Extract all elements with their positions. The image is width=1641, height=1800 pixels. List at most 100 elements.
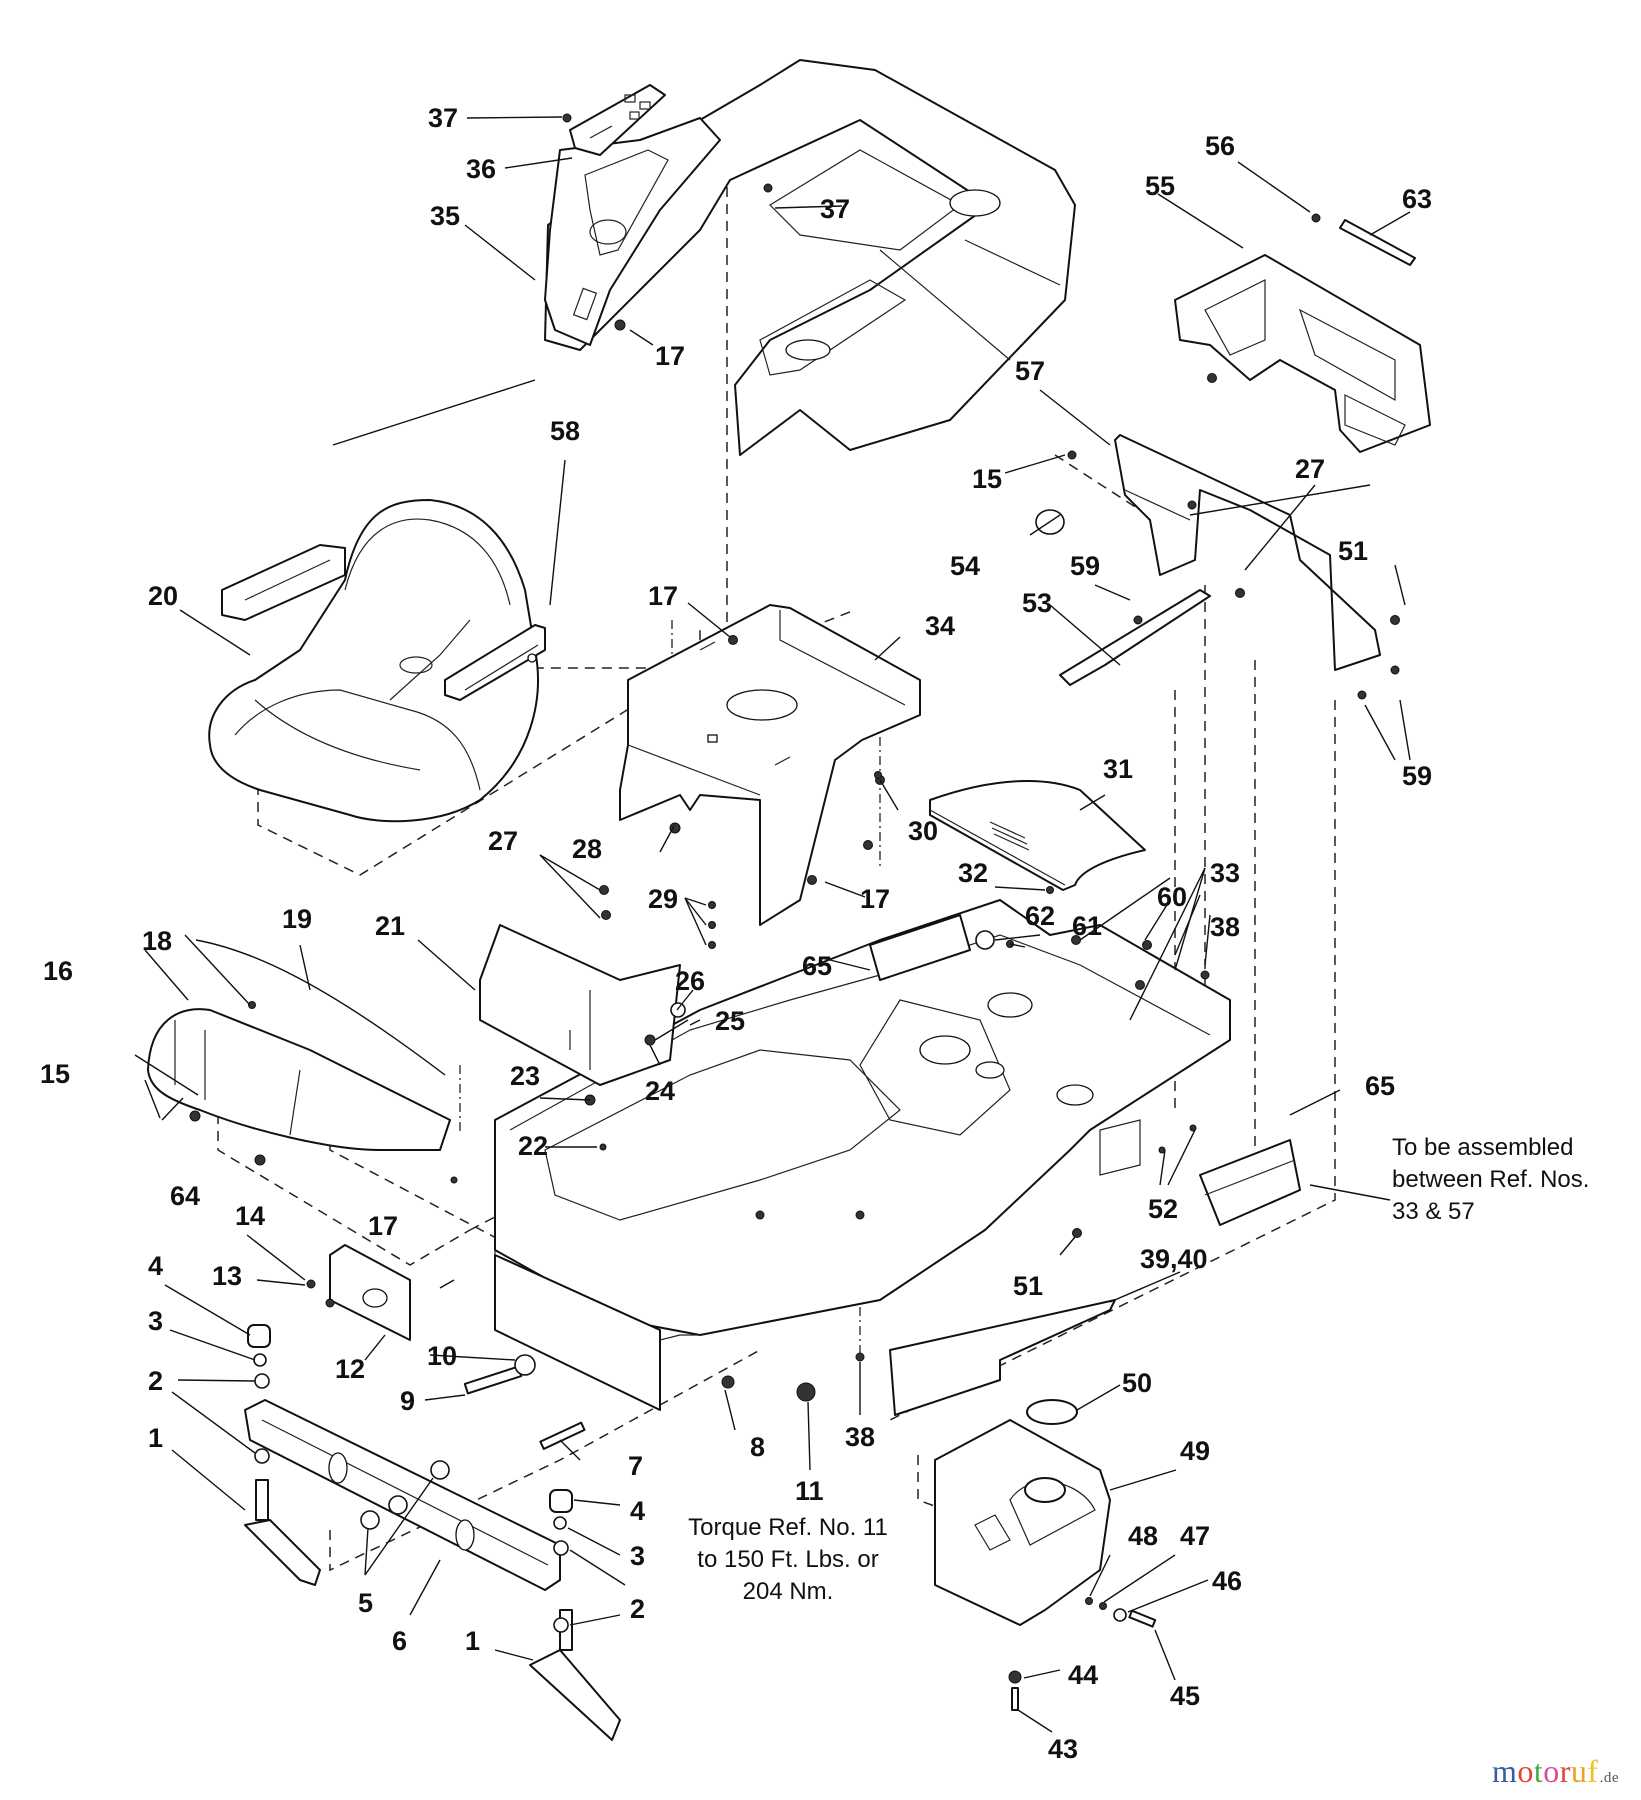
callout-17: 17 bbox=[860, 884, 890, 914]
seat-bracket-assembly bbox=[1035, 434, 1400, 700]
callout-19: 19 bbox=[282, 904, 312, 934]
callout-56: 56 bbox=[1205, 131, 1235, 161]
callout-32: 32 bbox=[958, 858, 988, 888]
torque-note: Torque Ref. No. 11 to 150 Ft. Lbs. or 20… bbox=[688, 1514, 888, 1605]
watermark-logo: motoruf.de bbox=[1492, 1753, 1619, 1790]
watermark-suffix: .de bbox=[1599, 1770, 1619, 1786]
callout-27: 27 bbox=[488, 826, 518, 856]
callout-3: 3 bbox=[630, 1541, 645, 1571]
callout-34: 34 bbox=[925, 611, 955, 641]
callout-14: 14 bbox=[235, 1201, 265, 1231]
callout-39-40: 39,40 bbox=[1140, 1244, 1208, 1274]
callout-4: 4 bbox=[148, 1251, 163, 1281]
callout-8: 8 bbox=[750, 1432, 765, 1462]
torque-note-line-2: to 150 Ft. Lbs. or bbox=[697, 1546, 878, 1573]
callout-13: 13 bbox=[212, 1261, 242, 1291]
callout-23: 23 bbox=[510, 1061, 540, 1091]
callout-49: 49 bbox=[1180, 1436, 1210, 1466]
rear-shroud bbox=[1174, 213, 1431, 453]
callout-7: 7 bbox=[628, 1451, 643, 1481]
callout-27: 27 bbox=[1295, 454, 1325, 484]
callout-1: 1 bbox=[148, 1423, 163, 1453]
leader-lines bbox=[134, 116, 1411, 1733]
callout-63: 63 bbox=[1402, 184, 1432, 214]
callout-45: 45 bbox=[1170, 1681, 1200, 1711]
callout-53: 53 bbox=[1022, 588, 1052, 618]
callout-37: 37 bbox=[428, 103, 458, 133]
callout-2: 2 bbox=[630, 1594, 645, 1624]
callout-16: 16 bbox=[43, 956, 73, 986]
callout-labels: 37 36 35 37 17 56 55 63 57 58 15 27 54 5… bbox=[40, 103, 1432, 1764]
watermark-letter: o bbox=[1543, 1753, 1560, 1789]
watermark-letter: r bbox=[1559, 1753, 1571, 1789]
callout-15: 15 bbox=[972, 464, 1002, 494]
watermark-letter: f bbox=[1587, 1753, 1599, 1789]
callout-12: 12 bbox=[335, 1354, 365, 1384]
callout-64: 64 bbox=[170, 1181, 200, 1211]
watermark-letter: u bbox=[1570, 1753, 1588, 1789]
callout-1: 1 bbox=[465, 1626, 480, 1656]
fuel-tank-assembly bbox=[934, 1399, 1157, 1711]
callout-35: 35 bbox=[430, 201, 460, 231]
callout-33: 33 bbox=[1210, 858, 1240, 888]
watermark-letter: m bbox=[1491, 1753, 1518, 1789]
callout-47: 47 bbox=[1180, 1521, 1210, 1551]
callout-29: 29 bbox=[648, 884, 678, 914]
callout-30: 30 bbox=[908, 816, 938, 846]
callout-10: 10 bbox=[427, 1341, 457, 1371]
assembly-note: To be assembled between Ref. Nos. 33 & 5… bbox=[1392, 1134, 1589, 1225]
callout-46: 46 bbox=[1212, 1566, 1242, 1596]
console-assembly bbox=[544, 59, 1076, 456]
callout-28: 28 bbox=[572, 834, 602, 864]
cover-panel bbox=[929, 780, 1146, 894]
callout-44: 44 bbox=[1068, 1660, 1098, 1690]
callout-3: 3 bbox=[148, 1306, 163, 1336]
callout-25: 25 bbox=[715, 1006, 745, 1036]
callout-11: 11 bbox=[795, 1476, 824, 1506]
assembly-note-line-1: To be assembled bbox=[1392, 1134, 1573, 1161]
callout-55: 55 bbox=[1145, 171, 1175, 201]
callout-24: 24 bbox=[645, 1076, 675, 1106]
callout-5: 5 bbox=[358, 1588, 373, 1618]
front-axle-assembly bbox=[244, 1244, 865, 1741]
callout-54: 54 bbox=[950, 551, 980, 581]
callout-51: 51 bbox=[1338, 536, 1368, 566]
callout-17: 17 bbox=[655, 341, 685, 371]
left-side-parts bbox=[147, 885, 686, 1184]
callout-59: 59 bbox=[1070, 551, 1100, 581]
callout-57: 57 bbox=[1015, 356, 1045, 386]
callout-38: 38 bbox=[845, 1422, 875, 1452]
callout-37: 37 bbox=[820, 194, 850, 224]
callout-21: 21 bbox=[375, 911, 405, 941]
assembly-note-line-2: between Ref. Nos. bbox=[1392, 1166, 1589, 1193]
callout-6: 6 bbox=[392, 1626, 407, 1656]
seat-assembly bbox=[208, 499, 546, 823]
callout-17: 17 bbox=[648, 581, 678, 611]
callout-61: 61 bbox=[1072, 911, 1102, 941]
callout-65: 65 bbox=[1365, 1071, 1395, 1101]
callout-65: 65 bbox=[802, 951, 832, 981]
callout-50: 50 bbox=[1122, 1368, 1152, 1398]
callout-2: 2 bbox=[148, 1366, 163, 1396]
callout-20: 20 bbox=[148, 581, 178, 611]
callout-15: 15 bbox=[40, 1059, 70, 1089]
callout-31: 31 bbox=[1103, 754, 1133, 784]
callout-9: 9 bbox=[400, 1386, 415, 1416]
seat-plate-assembly bbox=[619, 604, 921, 949]
callout-52: 52 bbox=[1148, 1194, 1178, 1224]
watermark-letter: o bbox=[1517, 1753, 1534, 1789]
callout-26: 26 bbox=[675, 966, 705, 996]
callout-4: 4 bbox=[630, 1496, 645, 1526]
callout-48: 48 bbox=[1128, 1521, 1158, 1551]
callout-38: 38 bbox=[1210, 912, 1240, 942]
callout-18: 18 bbox=[142, 926, 172, 956]
callout-36: 36 bbox=[466, 154, 496, 184]
watermark-letter: t bbox=[1533, 1753, 1544, 1789]
callout-17: 17 bbox=[368, 1211, 398, 1241]
callout-51: 51 bbox=[1013, 1271, 1043, 1301]
callout-59: 59 bbox=[1402, 761, 1432, 791]
callout-43: 43 bbox=[1048, 1734, 1078, 1764]
torque-note-line-3: 204 Nm. bbox=[743, 1578, 834, 1605]
callout-58: 58 bbox=[550, 416, 580, 446]
